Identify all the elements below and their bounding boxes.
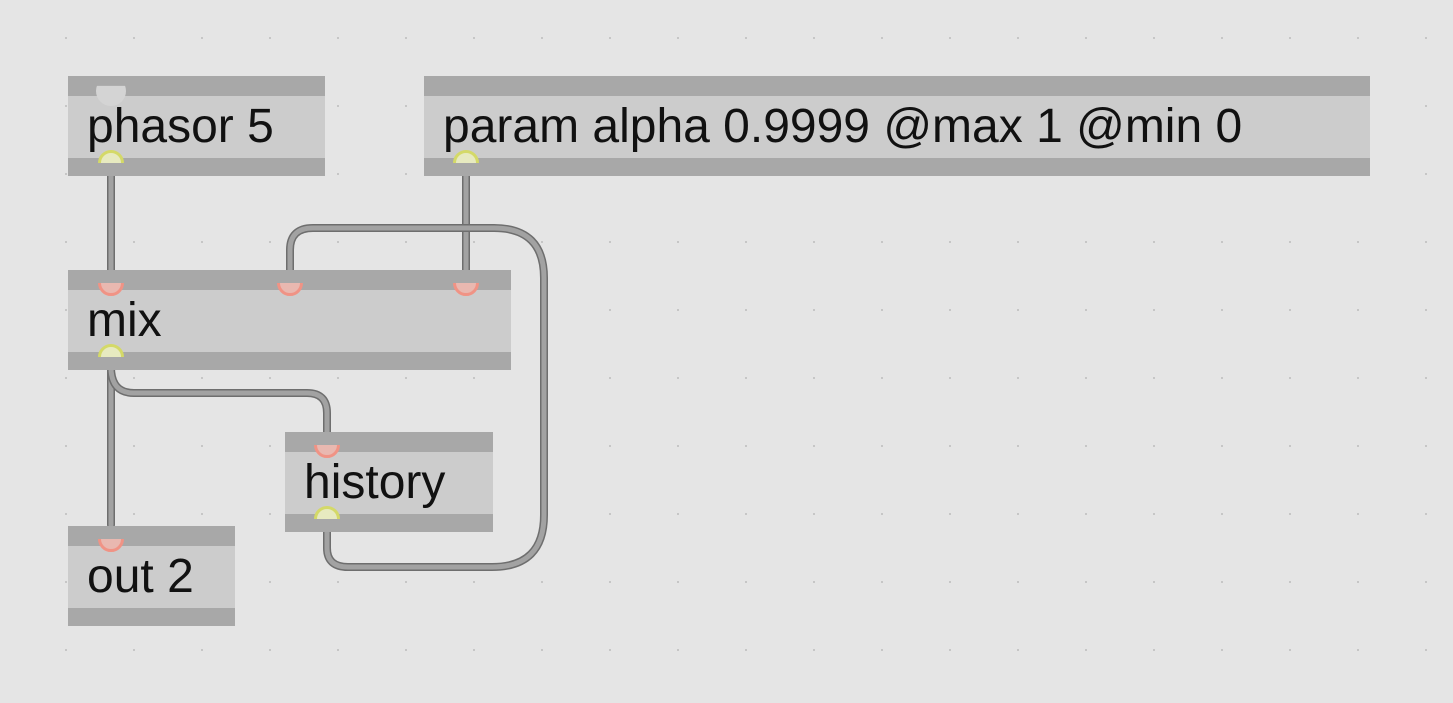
mix-label: mix xyxy=(87,294,162,347)
param-label: param alpha 0.9999 @max 1 @min 0 xyxy=(443,100,1243,153)
param-outlet[interactable] xyxy=(453,150,479,163)
history-outlet[interactable] xyxy=(314,506,340,519)
cord-history-to-mix[interactable] xyxy=(286,224,548,571)
mix-inlet-1[interactable] xyxy=(277,283,303,296)
mix-inlet-2[interactable] xyxy=(453,283,479,296)
history-object[interactable]: history xyxy=(285,432,493,532)
phasor-outlet[interactable] xyxy=(98,150,124,163)
phasor-label: phasor 5 xyxy=(87,100,274,153)
phasor-sync-inlet[interactable] xyxy=(96,85,126,106)
history-inlet[interactable] xyxy=(314,445,340,458)
out-inlet[interactable] xyxy=(98,539,124,552)
out-object[interactable]: out 2 xyxy=(68,526,235,626)
phasor-object[interactable]: phasor 5 xyxy=(68,76,325,176)
mix-object[interactable]: mix xyxy=(68,270,511,370)
mix-inlet-0[interactable] xyxy=(98,283,124,296)
cord-mix-to-history[interactable] xyxy=(107,363,331,437)
param-object[interactable]: param alpha 0.9999 @max 1 @min 0 xyxy=(424,76,1370,176)
mix-outlet[interactable] xyxy=(98,344,124,357)
history-label: history xyxy=(304,456,446,509)
out-label: out 2 xyxy=(87,550,194,603)
